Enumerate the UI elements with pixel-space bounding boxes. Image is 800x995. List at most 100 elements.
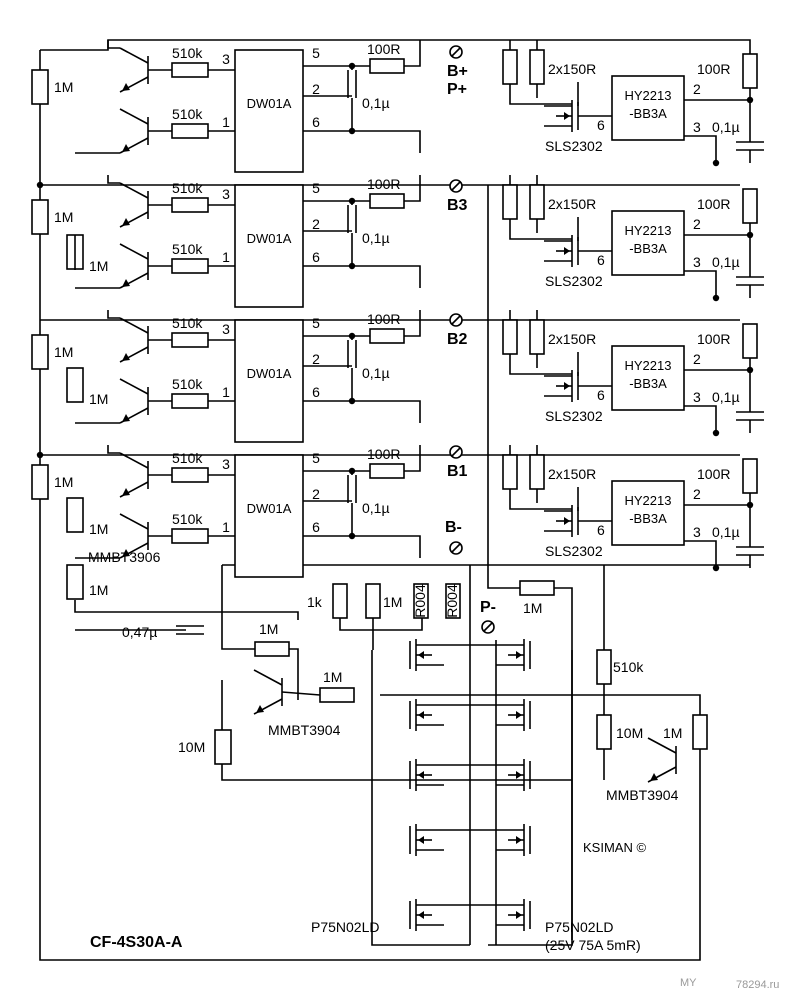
stage-3-r150-b	[529, 319, 545, 355]
wire	[487, 185, 520, 589]
stage-3-pin2: 2	[312, 351, 320, 367]
stage-3-pnp-top-arrow	[122, 353, 130, 361]
stage-2-hy-label-2: -BB3A	[629, 241, 667, 256]
stage-3-r510k-bot	[171, 393, 209, 409]
stage-2-dw01a-label: DW01A	[247, 231, 292, 246]
stage-4-hy-label-2: -BB3A	[629, 511, 667, 526]
stage-3-hy2213-chip	[611, 345, 685, 411]
mosfet-left-4-arrow	[418, 911, 424, 919]
stage-2-r510k-top	[171, 197, 209, 213]
divider-1m-label-2: 1M	[54, 344, 73, 360]
stage-2-r150-a	[502, 184, 518, 220]
stage-3-pin6: 6	[312, 384, 320, 400]
stage-2-r100-dw-label: 100R	[367, 176, 400, 192]
stage-1-r150-label: 2x150R	[548, 61, 596, 77]
junction-dot	[348, 62, 356, 70]
stage-4-dw01a-label: DW01A	[247, 501, 292, 516]
bias-1m-label-2: 1M	[89, 521, 108, 537]
junction-dot	[348, 197, 356, 205]
wire	[221, 565, 255, 650]
r1m-base-label: 1M	[323, 669, 342, 685]
stage-2-r510k-bot-label: 510k	[172, 241, 203, 257]
stage-4-r100-dw-label: 100R	[367, 446, 400, 462]
stage-4-hy-pin2: 2	[693, 486, 701, 502]
wire	[404, 310, 421, 337]
copyright-label: KSIMAN ©	[583, 840, 646, 855]
npn-right-collector	[647, 737, 677, 754]
stage-2-cap-hy-label: 0,1µ	[712, 254, 740, 270]
r004-label-0: R004	[412, 584, 428, 618]
stage-1-r150-a	[502, 49, 518, 85]
stage-2-hy-pin3: 3	[693, 254, 701, 270]
stage-1-hy-pin2: 2	[693, 81, 701, 97]
stage-4-r100-dw	[369, 463, 405, 479]
terminal-pminus-slash	[483, 622, 493, 632]
wire	[339, 618, 423, 631]
divider-1m-label-3: 1M	[54, 474, 73, 490]
stage-4-r100-hy	[742, 458, 758, 494]
wire	[281, 691, 321, 696]
stage-3-dw01a-chip	[234, 319, 304, 443]
p75-spec-label: (25V 75A 5mR)	[545, 937, 641, 953]
stage-3-r510k-top	[171, 332, 209, 348]
r1m-fb-label: 1M	[259, 621, 278, 637]
bias-1m-3	[66, 564, 84, 600]
stage-2-hy-pin2: 2	[693, 216, 701, 232]
mosfet-right-3-arrow	[516, 836, 522, 844]
npn-left-arrow	[256, 705, 264, 713]
stage-1-cap-hy-label: 0,1µ	[712, 119, 740, 135]
r1m-gate-label: 1M	[383, 594, 402, 610]
r1m-p-label: 1M	[523, 600, 542, 616]
stage-2-r100-hy-label: 100R	[697, 196, 730, 212]
stage-4-r510k-bot-label: 510k	[172, 511, 203, 527]
wire	[404, 40, 421, 67]
stage-2-dw01a-chip	[234, 184, 304, 308]
wire	[509, 219, 572, 240]
stage-2-pin2: 2	[312, 216, 320, 232]
stage-2-terminal-label: B3	[447, 197, 468, 214]
stage-3-r100-hy	[742, 323, 758, 359]
terminal-bminus-slash	[451, 543, 461, 553]
stage-4-cap-hy-label: 0,1µ	[712, 524, 740, 540]
gate-bus-left	[371, 650, 470, 946]
stage-4-pnp-bot-arrow	[122, 549, 130, 557]
stage-1-sls2302-label: SLS2302	[545, 138, 603, 154]
stage-4-sls2302-label: SLS2302	[545, 543, 603, 559]
stage-2-sls2302-label: SLS2302	[545, 273, 603, 289]
wire	[404, 175, 421, 202]
r004-a	[413, 583, 429, 619]
stage-1-hy-label-2: -BB3A	[629, 106, 667, 121]
stage-2-col-a	[107, 175, 120, 184]
stage-3-dw01a-label: DW01A	[247, 366, 292, 381]
r10m-right-label: 10M	[616, 725, 643, 741]
stage-2-r510k-top-label: 510k	[172, 180, 203, 196]
stage-1-pnp-bot-arrow	[122, 144, 130, 152]
stage-1-hy2213-chip	[611, 75, 685, 141]
junction-dot	[712, 564, 720, 572]
wire	[684, 540, 717, 568]
stage-3-pnp-top-collector	[119, 317, 149, 334]
stage-4-sls2302-arrow	[564, 517, 570, 525]
stage-4-hy-pin3: 3	[693, 524, 701, 540]
r10m-left	[214, 729, 232, 765]
bias-1m-label-3: 1M	[89, 582, 108, 598]
stage-1-r510k-bot	[171, 123, 209, 139]
mosfet-left-2-arrow	[418, 771, 424, 779]
stage-3-pin1: 1	[222, 384, 230, 400]
divider-1m-1	[31, 199, 49, 235]
stage-1-terminal-slash	[451, 47, 461, 57]
r1m-right-label: 1M	[663, 725, 682, 741]
stage-2-r100-hy	[742, 188, 758, 224]
stage-4-pin1: 1	[222, 519, 230, 535]
stage-1-terminal-label: B+	[447, 63, 468, 80]
board-title: CF-4S30A-A	[90, 934, 183, 951]
stage-2-cap-dw-label: 0,1µ	[362, 230, 390, 246]
stage-2-pin6: 6	[312, 249, 320, 265]
stage-2-r510k-bot	[171, 258, 209, 274]
r1k	[332, 583, 348, 619]
stage-3-r150-a	[502, 319, 518, 355]
stage-4-r510k-bot	[171, 528, 209, 544]
junction-dot	[348, 332, 356, 340]
gate-bus-right	[488, 650, 573, 946]
stage-3-sls2302-arrow	[564, 382, 570, 390]
